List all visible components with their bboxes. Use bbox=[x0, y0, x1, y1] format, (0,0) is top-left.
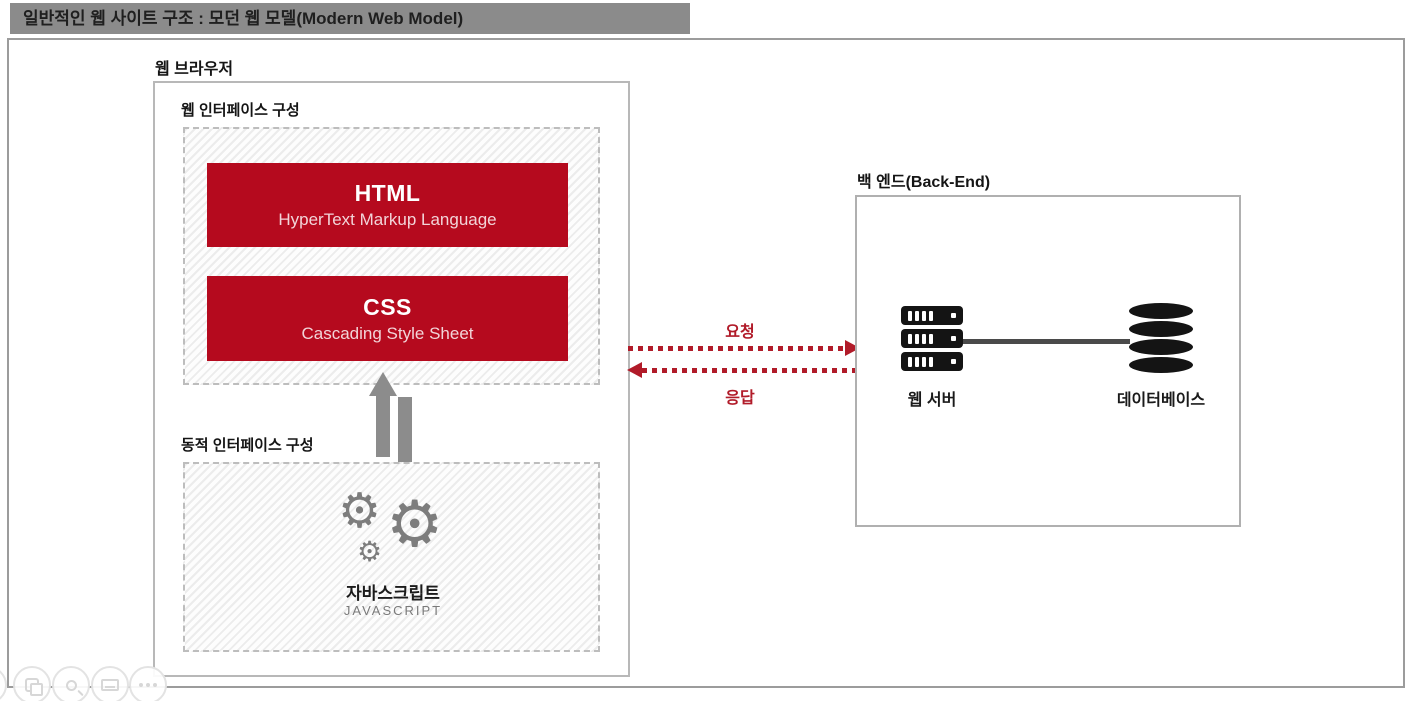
player-control-keyboard[interactable] bbox=[91, 666, 129, 701]
gear-icon: ⚙ bbox=[386, 488, 444, 560]
web-server-icon bbox=[901, 306, 963, 375]
javascript-title: 자바스크립트 bbox=[346, 584, 440, 603]
web-interface-label: 웹 인터페이스 구성 bbox=[181, 102, 300, 119]
dynamic-interface-label: 동적 인터페이스 구성 bbox=[181, 437, 314, 454]
response-label: 응답 bbox=[725, 390, 755, 407]
javascript-subtitle: JAVASCRIPT bbox=[343, 603, 443, 618]
response-arrow-line bbox=[642, 368, 856, 373]
arrow-down-shaft bbox=[398, 397, 412, 463]
player-control-partial[interactable] bbox=[0, 666, 7, 701]
request-arrow-line bbox=[628, 346, 846, 351]
gears-icon-group: ⚙ ⚙ ⚙ bbox=[330, 486, 470, 581]
gear-icon: ⚙ bbox=[357, 536, 383, 567]
response-arrowhead-icon bbox=[627, 362, 642, 378]
server-database-link-line bbox=[963, 339, 1130, 344]
html-title: HTML bbox=[354, 180, 421, 206]
server-rack-row bbox=[901, 352, 963, 371]
arrow-up-icon bbox=[369, 372, 397, 396]
html-block: HTML HyperText Markup Language bbox=[207, 163, 568, 247]
css-title: CSS bbox=[363, 293, 412, 320]
web-server-label: 웹 서버 bbox=[907, 392, 957, 409]
css-block: CSS Cascading Style Sheet bbox=[207, 276, 568, 361]
database-icon bbox=[1129, 303, 1193, 375]
slide-title-badge: 일반적인 웹 사이트 구조 : 모던 웹 모델(Modern Web Model… bbox=[10, 3, 690, 34]
arrow-up-shaft bbox=[376, 394, 390, 457]
database-label: 데이터베이스 bbox=[1116, 392, 1206, 409]
more-icon bbox=[139, 683, 157, 687]
server-rack-row bbox=[901, 329, 963, 348]
gear-icon: ⚙ bbox=[338, 485, 382, 538]
server-rack-row bbox=[901, 306, 963, 325]
player-control-more[interactable] bbox=[129, 666, 167, 701]
request-label: 요청 bbox=[725, 324, 755, 341]
player-control-search[interactable] bbox=[52, 666, 90, 701]
keyboard-icon bbox=[101, 679, 119, 691]
html-subtitle: HyperText Markup Language bbox=[278, 210, 497, 229]
backend-label: 백 엔드(Back-End) bbox=[857, 174, 991, 191]
player-control-slides[interactable] bbox=[13, 666, 51, 701]
browser-label: 웹 브라우저 bbox=[155, 61, 234, 78]
slides-icon bbox=[25, 678, 43, 696]
search-icon bbox=[65, 679, 77, 691]
dynamic-interface-dashed-box bbox=[183, 462, 600, 652]
css-subtitle: Cascading Style Sheet bbox=[301, 323, 474, 343]
